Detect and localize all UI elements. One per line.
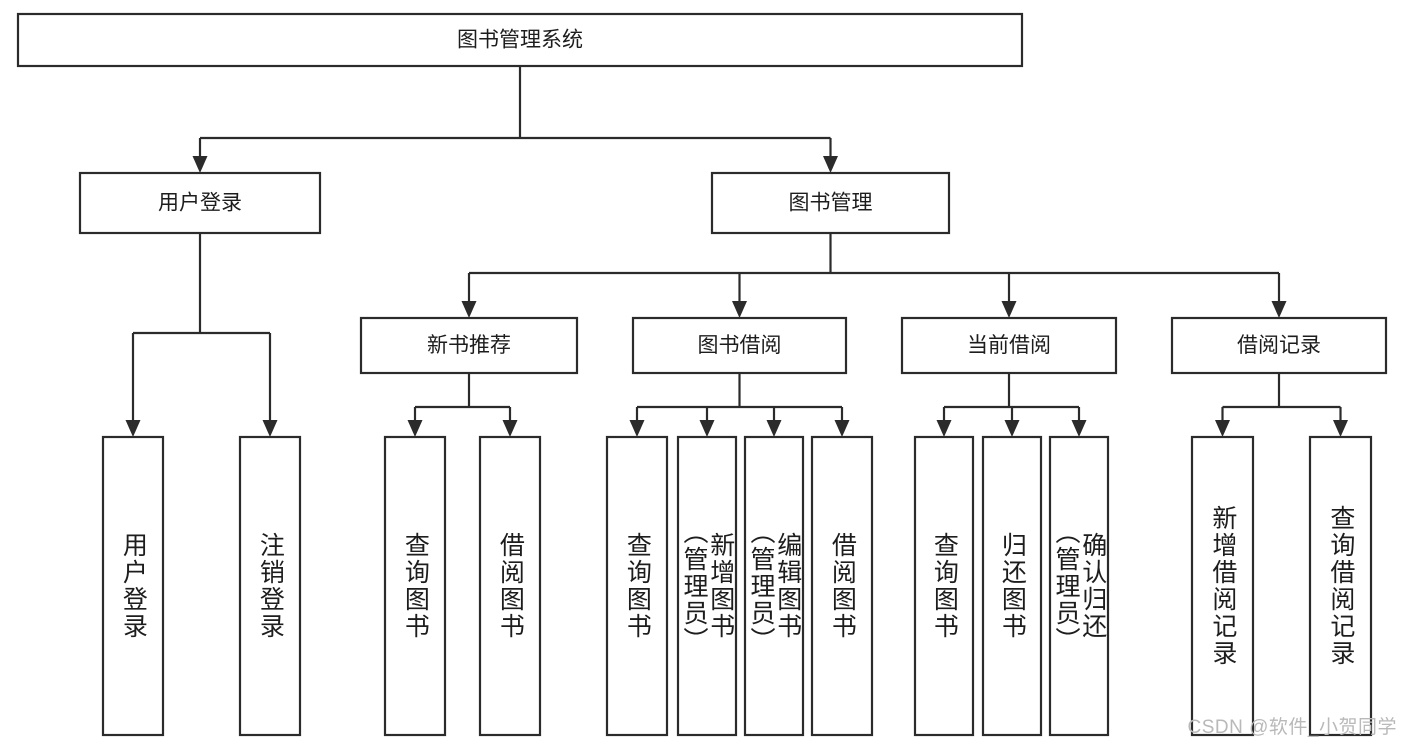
node-book-manage-label: 图书管理: [789, 192, 873, 215]
node-user-login[interactable]: [78, 171, 322, 235]
arrow-down-icon: [732, 301, 747, 318]
arrow-down-icon: [1071, 420, 1087, 437]
node-leaf-borrow-book-1[interactable]: [478, 435, 542, 737]
node-leaf-add-book[interactable]: [676, 435, 738, 737]
node-borrow-record[interactable]: [1170, 316, 1388, 375]
node-leaf-confirm-return[interactable]: [1048, 435, 1110, 737]
arrow-down-icon: [1215, 420, 1230, 437]
node-book-borrow-label: 图书借阅: [698, 334, 782, 357]
node-leaf-add-record[interactable]: [1190, 435, 1255, 737]
node-new-book-recommend-label: 新书推荐: [427, 334, 511, 357]
node-borrow-record-label: 借阅记录: [1237, 334, 1321, 357]
arrow-down-icon: [502, 420, 518, 437]
node-leaf-borrow-book-2[interactable]: [810, 435, 874, 737]
node-leaf-query-record[interactable]: [1308, 435, 1373, 737]
connector-layer: [125, 66, 1348, 437]
node-leaf-query-book-1[interactable]: [383, 435, 447, 737]
node-leaf-return-book[interactable]: [981, 435, 1043, 737]
node-new-book-recommend[interactable]: [359, 316, 579, 375]
node-book-manage[interactable]: [710, 171, 951, 235]
node-leaf-user-login[interactable]: [101, 435, 165, 737]
arrow-down-icon: [461, 301, 477, 318]
csdn-watermark: CSDN @软件_小贺同学: [1187, 717, 1397, 738]
arrow-down-icon: [834, 420, 850, 437]
node-root[interactable]: [16, 12, 1024, 68]
node-book-borrow[interactable]: [631, 316, 848, 375]
node-current-borrow[interactable]: [900, 316, 1118, 375]
node-leaf-edit-book[interactable]: [743, 435, 805, 737]
arrow-down-icon: [125, 420, 141, 437]
arrow-down-icon: [1001, 301, 1017, 318]
arrow-down-icon: [1271, 301, 1287, 318]
node-leaf-query-book-3[interactable]: [913, 435, 975, 737]
node-leaf-query-book-2[interactable]: [605, 435, 669, 737]
node-root-label: 图书管理系统: [457, 29, 583, 52]
arrow-down-icon: [936, 420, 952, 437]
arrow-down-icon: [766, 420, 782, 437]
arrow-down-icon: [629, 420, 645, 437]
arrow-down-icon: [192, 156, 208, 173]
arrow-down-icon: [699, 420, 715, 437]
node-leaf-logout[interactable]: [238, 435, 302, 737]
node-layer: [16, 12, 1388, 737]
arrow-down-icon: [407, 420, 423, 437]
node-user-login-label: 用户登录: [158, 192, 242, 215]
arrow-down-icon: [1004, 420, 1020, 437]
node-current-borrow-label: 当前借阅: [967, 334, 1051, 357]
arrow-down-icon: [823, 156, 838, 173]
arrow-down-icon: [262, 420, 278, 437]
arrow-down-icon: [1333, 420, 1348, 437]
